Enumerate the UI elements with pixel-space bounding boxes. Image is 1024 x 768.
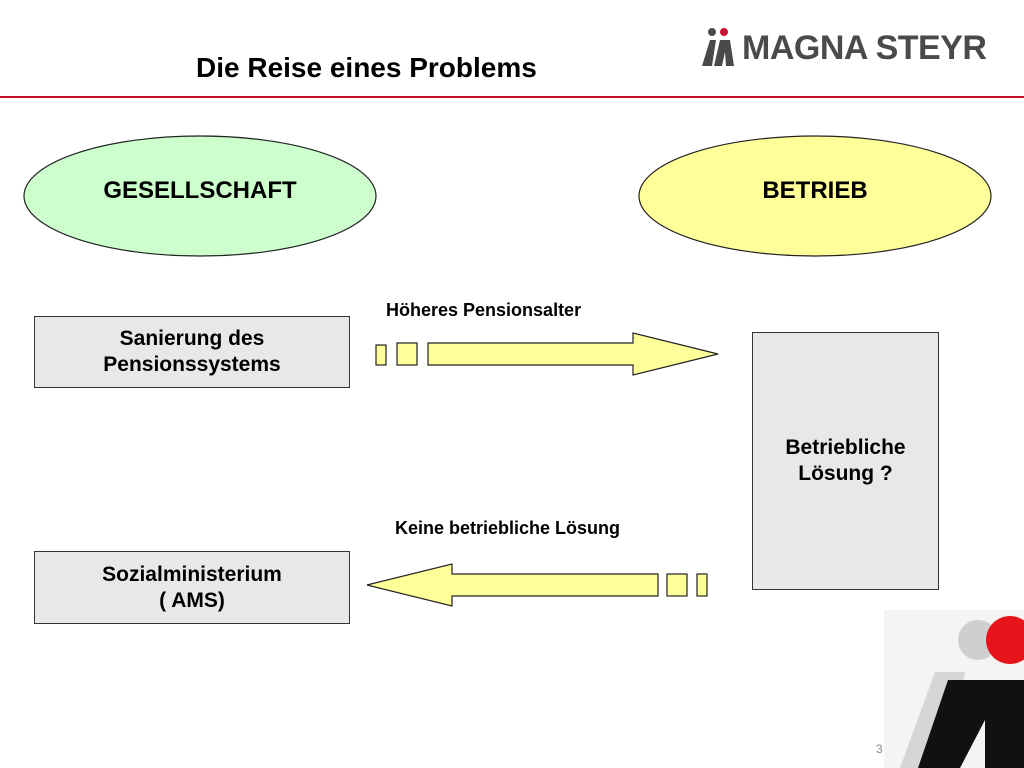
company-ellipse [638,135,992,257]
pension-reform-line1: Sanierung des [119,327,265,350]
arrow-left [366,563,708,607]
society-label: GESELLSCHAFT [103,177,297,204]
arrow-right [375,332,719,376]
ministry-line1: Sozialministerium [102,562,282,586]
ministry-line2: ( AMS) [159,588,225,612]
company-logo: MAGNA STEYR [700,26,987,70]
company-solution-box: Betriebliche Lösung ? [752,332,939,590]
title-divider [0,96,1024,98]
pension-reform-line2: Pensionssystems [103,353,281,376]
edge-label-no-company-solution: Keine betriebliche Lösung [395,518,621,538]
pension-reform-box: Sanierung des Pensionssystems [34,316,350,388]
logo-text: MAGNA STEYR [742,29,987,67]
company-solution-line2: Lösung ? [798,462,893,485]
company-label: BETRIEB [762,177,868,204]
page-number: 3 [876,742,883,756]
edge-label-higher-pension-age: Höheres Pensionsalter [386,300,582,320]
ministry-box: Sozialministerium ( AMS) [34,551,350,624]
magna-figures-icon [702,28,734,66]
page-title: Die Reise eines Problems [196,52,537,83]
decorative-figures-icon [884,610,1024,768]
company-solution-line1: Betriebliche [785,436,906,459]
society-ellipse [23,135,377,257]
